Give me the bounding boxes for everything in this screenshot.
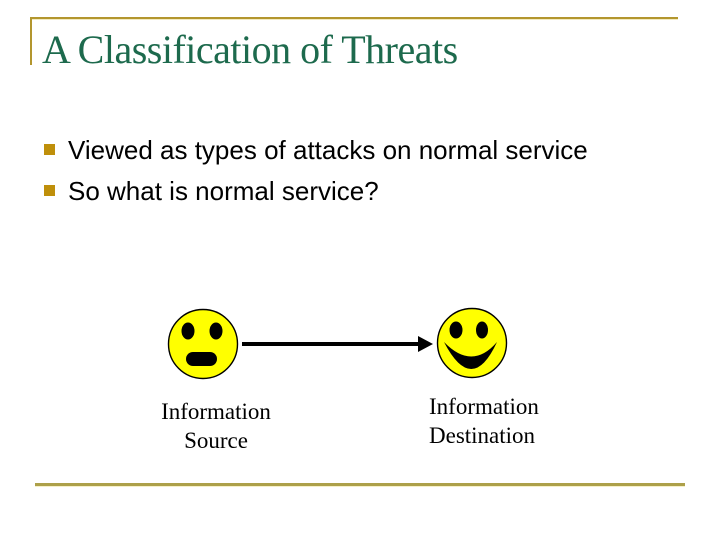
title-top-rule <box>30 17 678 20</box>
bullet-item-text: So what is normal service? <box>68 176 379 206</box>
footer-rule <box>35 483 685 487</box>
neutral-face-icon <box>167 308 239 385</box>
title-left-rule <box>30 17 32 65</box>
bullet-list: Viewed as types of attacks on normal ser… <box>44 134 684 216</box>
information-source-label: Information Source <box>161 399 271 453</box>
square-bullet-icon <box>44 144 55 155</box>
bullet-item: Viewed as types of attacks on normal ser… <box>44 134 684 166</box>
flow-arrow-head-icon <box>418 336 433 352</box>
information-destination-label: Information Destination <box>429 394 539 448</box>
flow-arrow-line <box>242 342 420 346</box>
square-bullet-icon <box>44 185 55 196</box>
smiling-face-icon <box>436 307 508 384</box>
bullet-item-text: Viewed as types of attacks on normal ser… <box>68 135 588 165</box>
slide-title: A Classification of Threats <box>42 27 458 72</box>
bullet-item: So what is normal service? <box>44 175 684 207</box>
